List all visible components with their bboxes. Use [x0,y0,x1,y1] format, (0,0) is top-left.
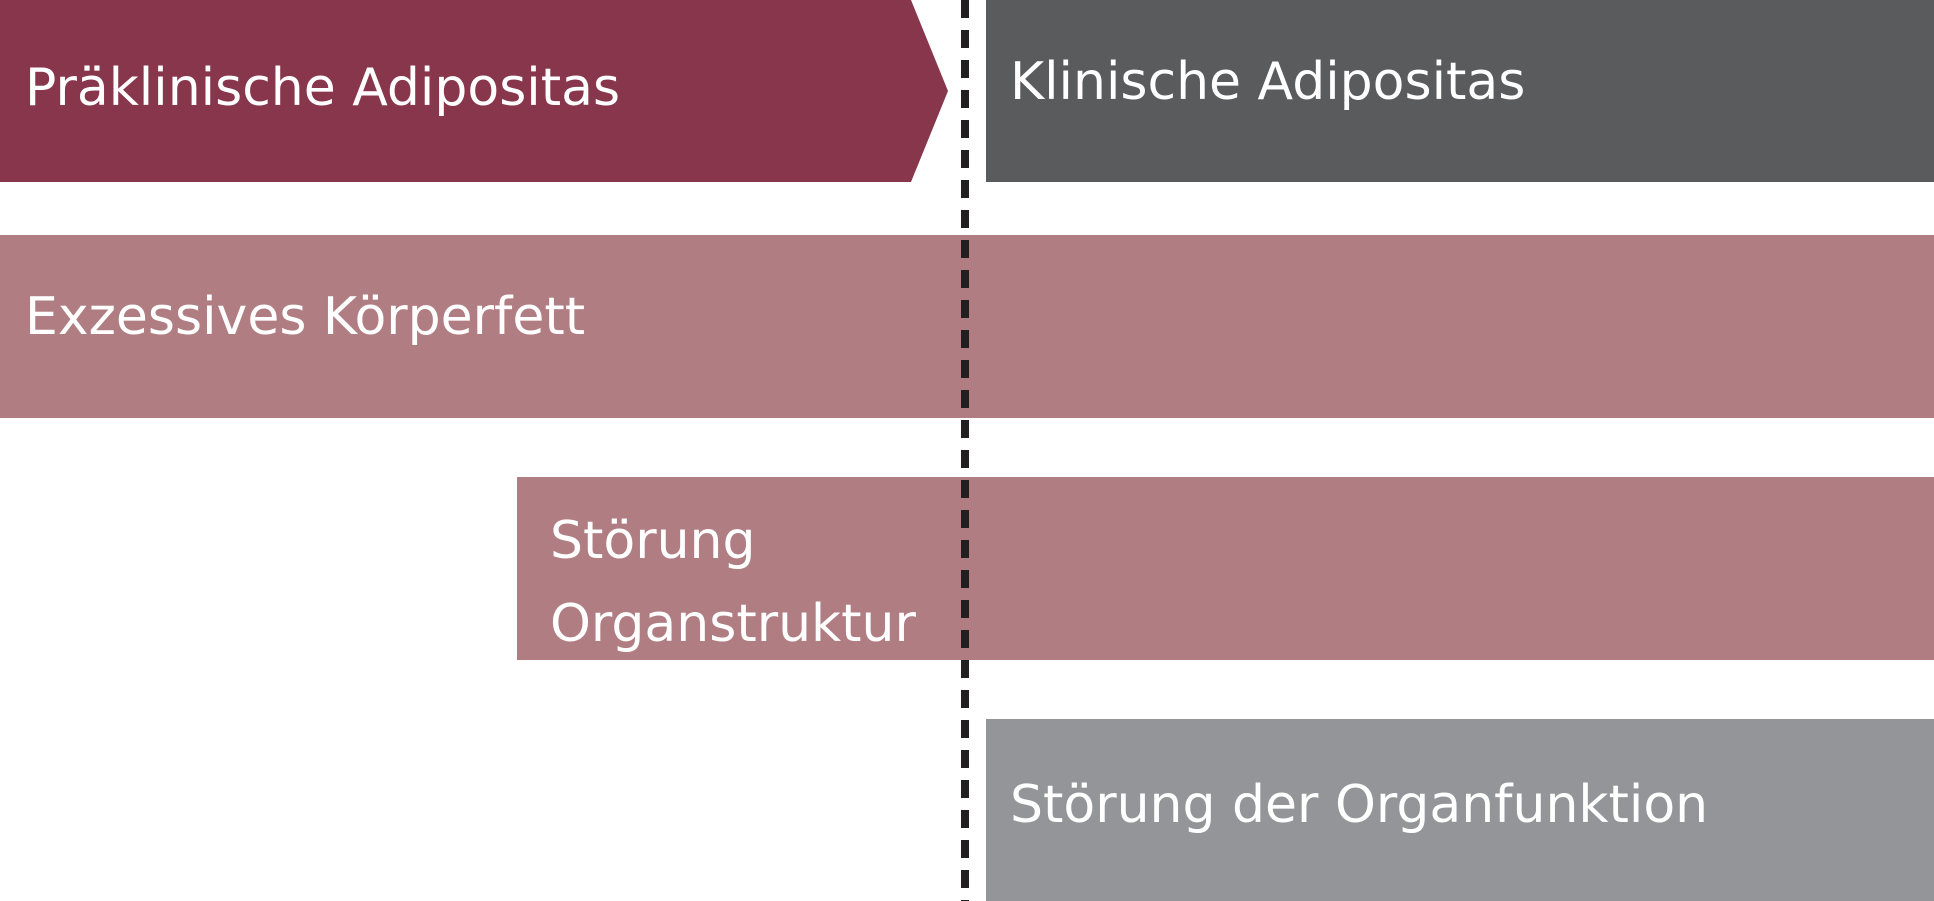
preclinical-obesity-label: Präklinische Adipositas [25,58,621,118]
clinical-obesity-block [986,0,1934,182]
clinical-obesity-label: Klinische Adipositas [1010,52,1526,112]
preclinical-arrow-block [0,0,948,182]
organ-function-disorder-bar [986,719,1934,901]
stage-divider-dashed-line [961,0,969,901]
organ-structure-disorder-label: Störung Organstruktur [550,511,916,655]
organ-structure-disorder-bar [517,477,1934,660]
excess-body-fat-label: Exzessives Körperfett [25,287,586,347]
preclinical-arrow-shape [0,0,948,182]
organ-function-disorder-label: Störung der Organfunktion [1010,775,1709,835]
